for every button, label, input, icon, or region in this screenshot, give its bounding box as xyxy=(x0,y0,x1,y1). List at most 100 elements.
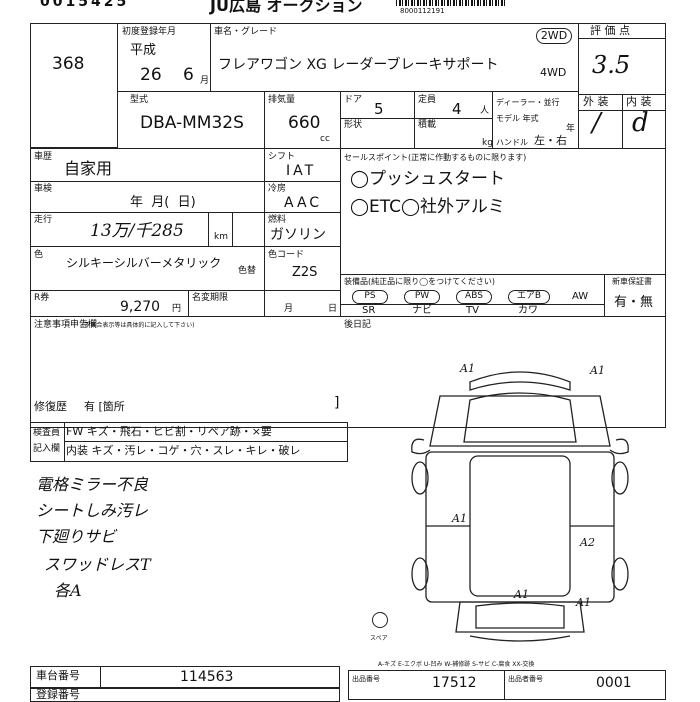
mark-6: A1 xyxy=(576,596,591,609)
mark-4: A2 xyxy=(580,536,595,549)
displacement-label: 排気量 xyxy=(268,95,296,105)
seat-label: 定員 xyxy=(418,95,437,105)
mileage-label: 走行 xyxy=(34,215,53,225)
registration-month: 6 xyxy=(183,65,194,85)
sales-point-1: ◯プッシュスタート xyxy=(350,169,506,189)
dealer-label: ディーラー・並行 xyxy=(496,98,560,107)
weight-unit: kg xyxy=(482,138,493,148)
seat-value: 4 xyxy=(452,100,462,118)
displacement-unit: cc xyxy=(320,134,330,144)
tax-label: 名変期限 xyxy=(192,293,229,303)
color-label: 色 xyxy=(34,250,44,260)
inspector-exterior-items: FW キズ・飛石・ヒビ割・リペア跡・×要 xyxy=(66,425,272,438)
divider xyxy=(504,670,505,700)
model-year-label: モデル 年式 xyxy=(496,114,539,123)
car-name-label: 車名・グレード xyxy=(214,27,278,37)
seller-label: 出品者番号 xyxy=(508,675,543,683)
divider xyxy=(340,274,666,275)
divider xyxy=(30,316,666,317)
model-label: 型式 xyxy=(130,95,149,105)
divider xyxy=(340,91,341,148)
divider xyxy=(578,110,666,111)
mileage-unit: km xyxy=(214,232,228,242)
reg-label: 登録番号 xyxy=(36,688,80,701)
divider xyxy=(208,212,209,246)
inspection-value: 年 月( 日) xyxy=(130,195,196,210)
shift-label: シフト xyxy=(268,152,296,162)
usage-label: 車歴 xyxy=(34,152,53,162)
registration-era: 平成 xyxy=(130,43,157,58)
displacement-value: 660 xyxy=(288,113,321,133)
equip-pw: PW xyxy=(404,290,440,304)
color-change-label: 色替 xyxy=(238,266,257,276)
divider xyxy=(118,91,578,92)
chassis-value: 114563 xyxy=(180,669,234,685)
exterior-label: 外 装 xyxy=(583,95,609,108)
handle-value: 左・右 xyxy=(534,134,567,147)
divider xyxy=(264,148,265,316)
ac-label: 冷房 xyxy=(268,184,287,194)
divider xyxy=(578,23,579,148)
equip-aw: AW xyxy=(572,291,589,302)
equipment-label: 装備品(純正品に限り◯をつけてください) xyxy=(344,277,495,286)
spare-label: スペア xyxy=(370,635,388,642)
exterior-grade: / xyxy=(592,108,601,138)
equip-tv: TV xyxy=(466,305,479,316)
exhibit-value: 17512 xyxy=(432,675,477,691)
warranty-value: 有・無 xyxy=(614,295,654,310)
mark-2: A1 xyxy=(590,364,605,377)
barcode xyxy=(396,0,506,6)
drive-4wd: 4WD xyxy=(540,66,567,79)
color-value: シルキーシルバーメタリック xyxy=(66,256,222,270)
divider xyxy=(232,212,233,246)
inspector-interior-items: 内装 キズ・汚レ・コゲ・穴・スレ・キレ・破レ xyxy=(66,444,301,457)
divider xyxy=(30,212,340,213)
interior-grade: d xyxy=(632,108,649,138)
sales-points-label: セールスポイント(正常に作動するものに限ります) xyxy=(344,153,527,162)
registration-month-unit: 月 xyxy=(200,76,210,86)
inspector-label-2: 記入欄 xyxy=(33,444,61,454)
door-label: ドア xyxy=(344,95,363,105)
mileage-value: 13万/千285 xyxy=(90,221,184,241)
seller-value: 0001 xyxy=(596,675,632,691)
divider xyxy=(604,274,605,316)
divider xyxy=(100,666,101,688)
colorcode-value: Z2S xyxy=(292,265,318,280)
handwritten-line-2: シートしみ汚レ xyxy=(36,501,149,520)
divider xyxy=(210,23,211,91)
notes-label: 注意事項申告欄 xyxy=(34,320,98,330)
drive-2wd: 2WD xyxy=(536,28,572,44)
recycle-unit: 円 xyxy=(172,304,182,314)
mark-3: A1 xyxy=(452,512,467,525)
car-name: フレアワゴン XG レーダーブレーキサポート xyxy=(218,57,499,73)
model-value: DBA-MM32S xyxy=(140,113,244,133)
equip-airbag: エアB xyxy=(508,290,550,304)
ac-value: AAC xyxy=(284,195,323,211)
registration-label: 初度登録年月 xyxy=(122,27,177,37)
divider xyxy=(30,148,666,149)
sales-point-2: ◯ETC◯社外アルミ xyxy=(350,197,505,217)
divider xyxy=(64,441,348,442)
fuel-label: 燃料 xyxy=(268,215,287,225)
lot-box xyxy=(30,23,118,148)
fuel-value: ガソリン xyxy=(270,227,326,243)
divider xyxy=(30,181,340,182)
repair-bracket-end: ] xyxy=(334,395,340,411)
interior-label: 内 装 xyxy=(626,95,652,108)
inspector-label-1: 検査員 xyxy=(33,428,61,438)
shift-value: IAT xyxy=(286,163,317,179)
diagram-legend: A-キズ E-エクボ U-凹み W-補修跡 S-サビ C-腐食 XX-交換 xyxy=(378,661,535,668)
warranty-label: 新車保証書 xyxy=(612,277,652,286)
weight-label: 積載 xyxy=(418,120,437,130)
mark-1: A1 xyxy=(460,362,475,375)
usage-value: 自家用 xyxy=(64,159,113,178)
exhibit-label: 出品番号 xyxy=(352,675,380,683)
handwritten-line-5: 各A xyxy=(54,581,82,600)
handwritten-line-3: 下廻りサビ xyxy=(36,527,117,546)
top-number: 0015425 xyxy=(40,0,130,10)
divider xyxy=(340,118,492,119)
recycle-value: 9,270 xyxy=(120,299,161,315)
divider xyxy=(414,91,415,148)
equip-abs: ABS xyxy=(456,290,492,304)
